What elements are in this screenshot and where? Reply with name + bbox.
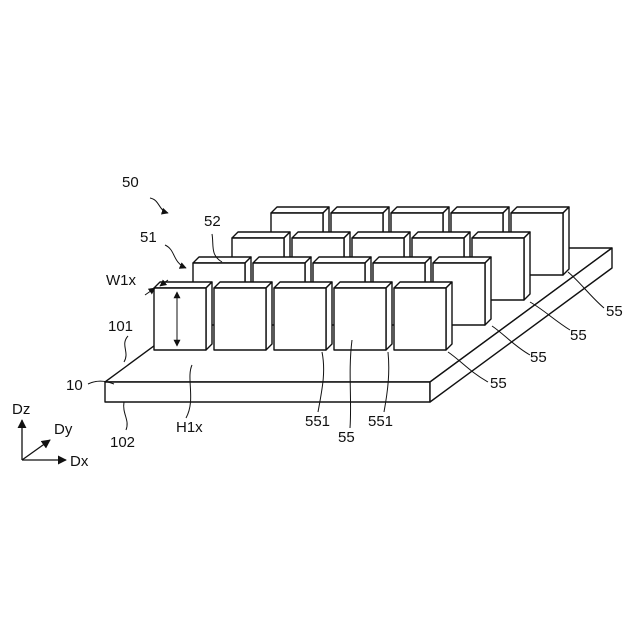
block-top-face — [292, 232, 350, 238]
block-top-face — [472, 232, 530, 238]
sub-face-left-label: 551 — [305, 413, 330, 430]
block-top-face — [274, 282, 332, 288]
sub-face-right-label: 551 — [368, 413, 393, 430]
block-top-face — [271, 207, 329, 213]
block-front-face — [214, 288, 266, 350]
y-axis-arrow — [22, 440, 50, 460]
axis-indicator: Dz Dy Dx — [12, 401, 89, 470]
rear-unit-label: 52 — [204, 213, 221, 230]
top-surface-label: 101 — [108, 318, 133, 335]
block-side-face — [386, 282, 392, 350]
width-label: W1x — [106, 272, 137, 289]
block-front-face — [334, 288, 386, 350]
block-top-face — [331, 207, 389, 213]
block-top-face — [451, 207, 509, 213]
block-row1-label: 55 — [490, 375, 507, 392]
block-top-face — [313, 257, 371, 263]
block-front-face — [274, 288, 326, 350]
block-side-face — [326, 282, 332, 350]
block-side-face — [485, 257, 491, 325]
block-top-face — [253, 257, 311, 263]
block-top-face — [394, 282, 452, 288]
block-side-face — [206, 282, 212, 350]
block-front-face — [394, 288, 446, 350]
x-axis-label: Dx — [70, 453, 89, 470]
y-axis-label: Dy — [54, 421, 73, 438]
block-top-face — [214, 282, 272, 288]
block-r1-c4 — [334, 282, 392, 350]
height-label: H1x — [176, 419, 203, 436]
block-side-face — [524, 232, 530, 300]
z-axis-label: Dz — [12, 401, 30, 418]
block-r1-c2 — [214, 282, 272, 350]
substrate-front-face — [105, 382, 430, 402]
block-r1-c3 — [274, 282, 332, 350]
block-row2-label: 55 — [530, 349, 547, 366]
block-top-face — [193, 257, 251, 263]
block-side-face — [446, 282, 452, 350]
block-top-face — [391, 207, 449, 213]
block-side-face — [266, 282, 272, 350]
row-group-label: 51 — [140, 229, 157, 246]
block-top-face — [412, 232, 470, 238]
block-side-face — [563, 207, 569, 275]
assembly-label: 50 — [122, 174, 139, 191]
block-top-face — [232, 232, 290, 238]
block-top-face — [352, 232, 410, 238]
block-r1-c5 — [394, 282, 452, 350]
block-top-face — [154, 282, 212, 288]
bottom-surface-label: 102 — [110, 434, 135, 451]
block-top-face — [511, 207, 569, 213]
block-top-face — [373, 257, 431, 263]
block-front-face — [154, 288, 206, 350]
block-top-face — [433, 257, 491, 263]
block-center-label: 55 — [338, 429, 355, 446]
block-r1-c1 — [154, 282, 212, 350]
block-row3-label: 55 — [570, 327, 587, 344]
block-top-face — [334, 282, 392, 288]
block-row4-label: 55 — [606, 303, 623, 320]
substrate-label: 10 — [66, 377, 83, 394]
